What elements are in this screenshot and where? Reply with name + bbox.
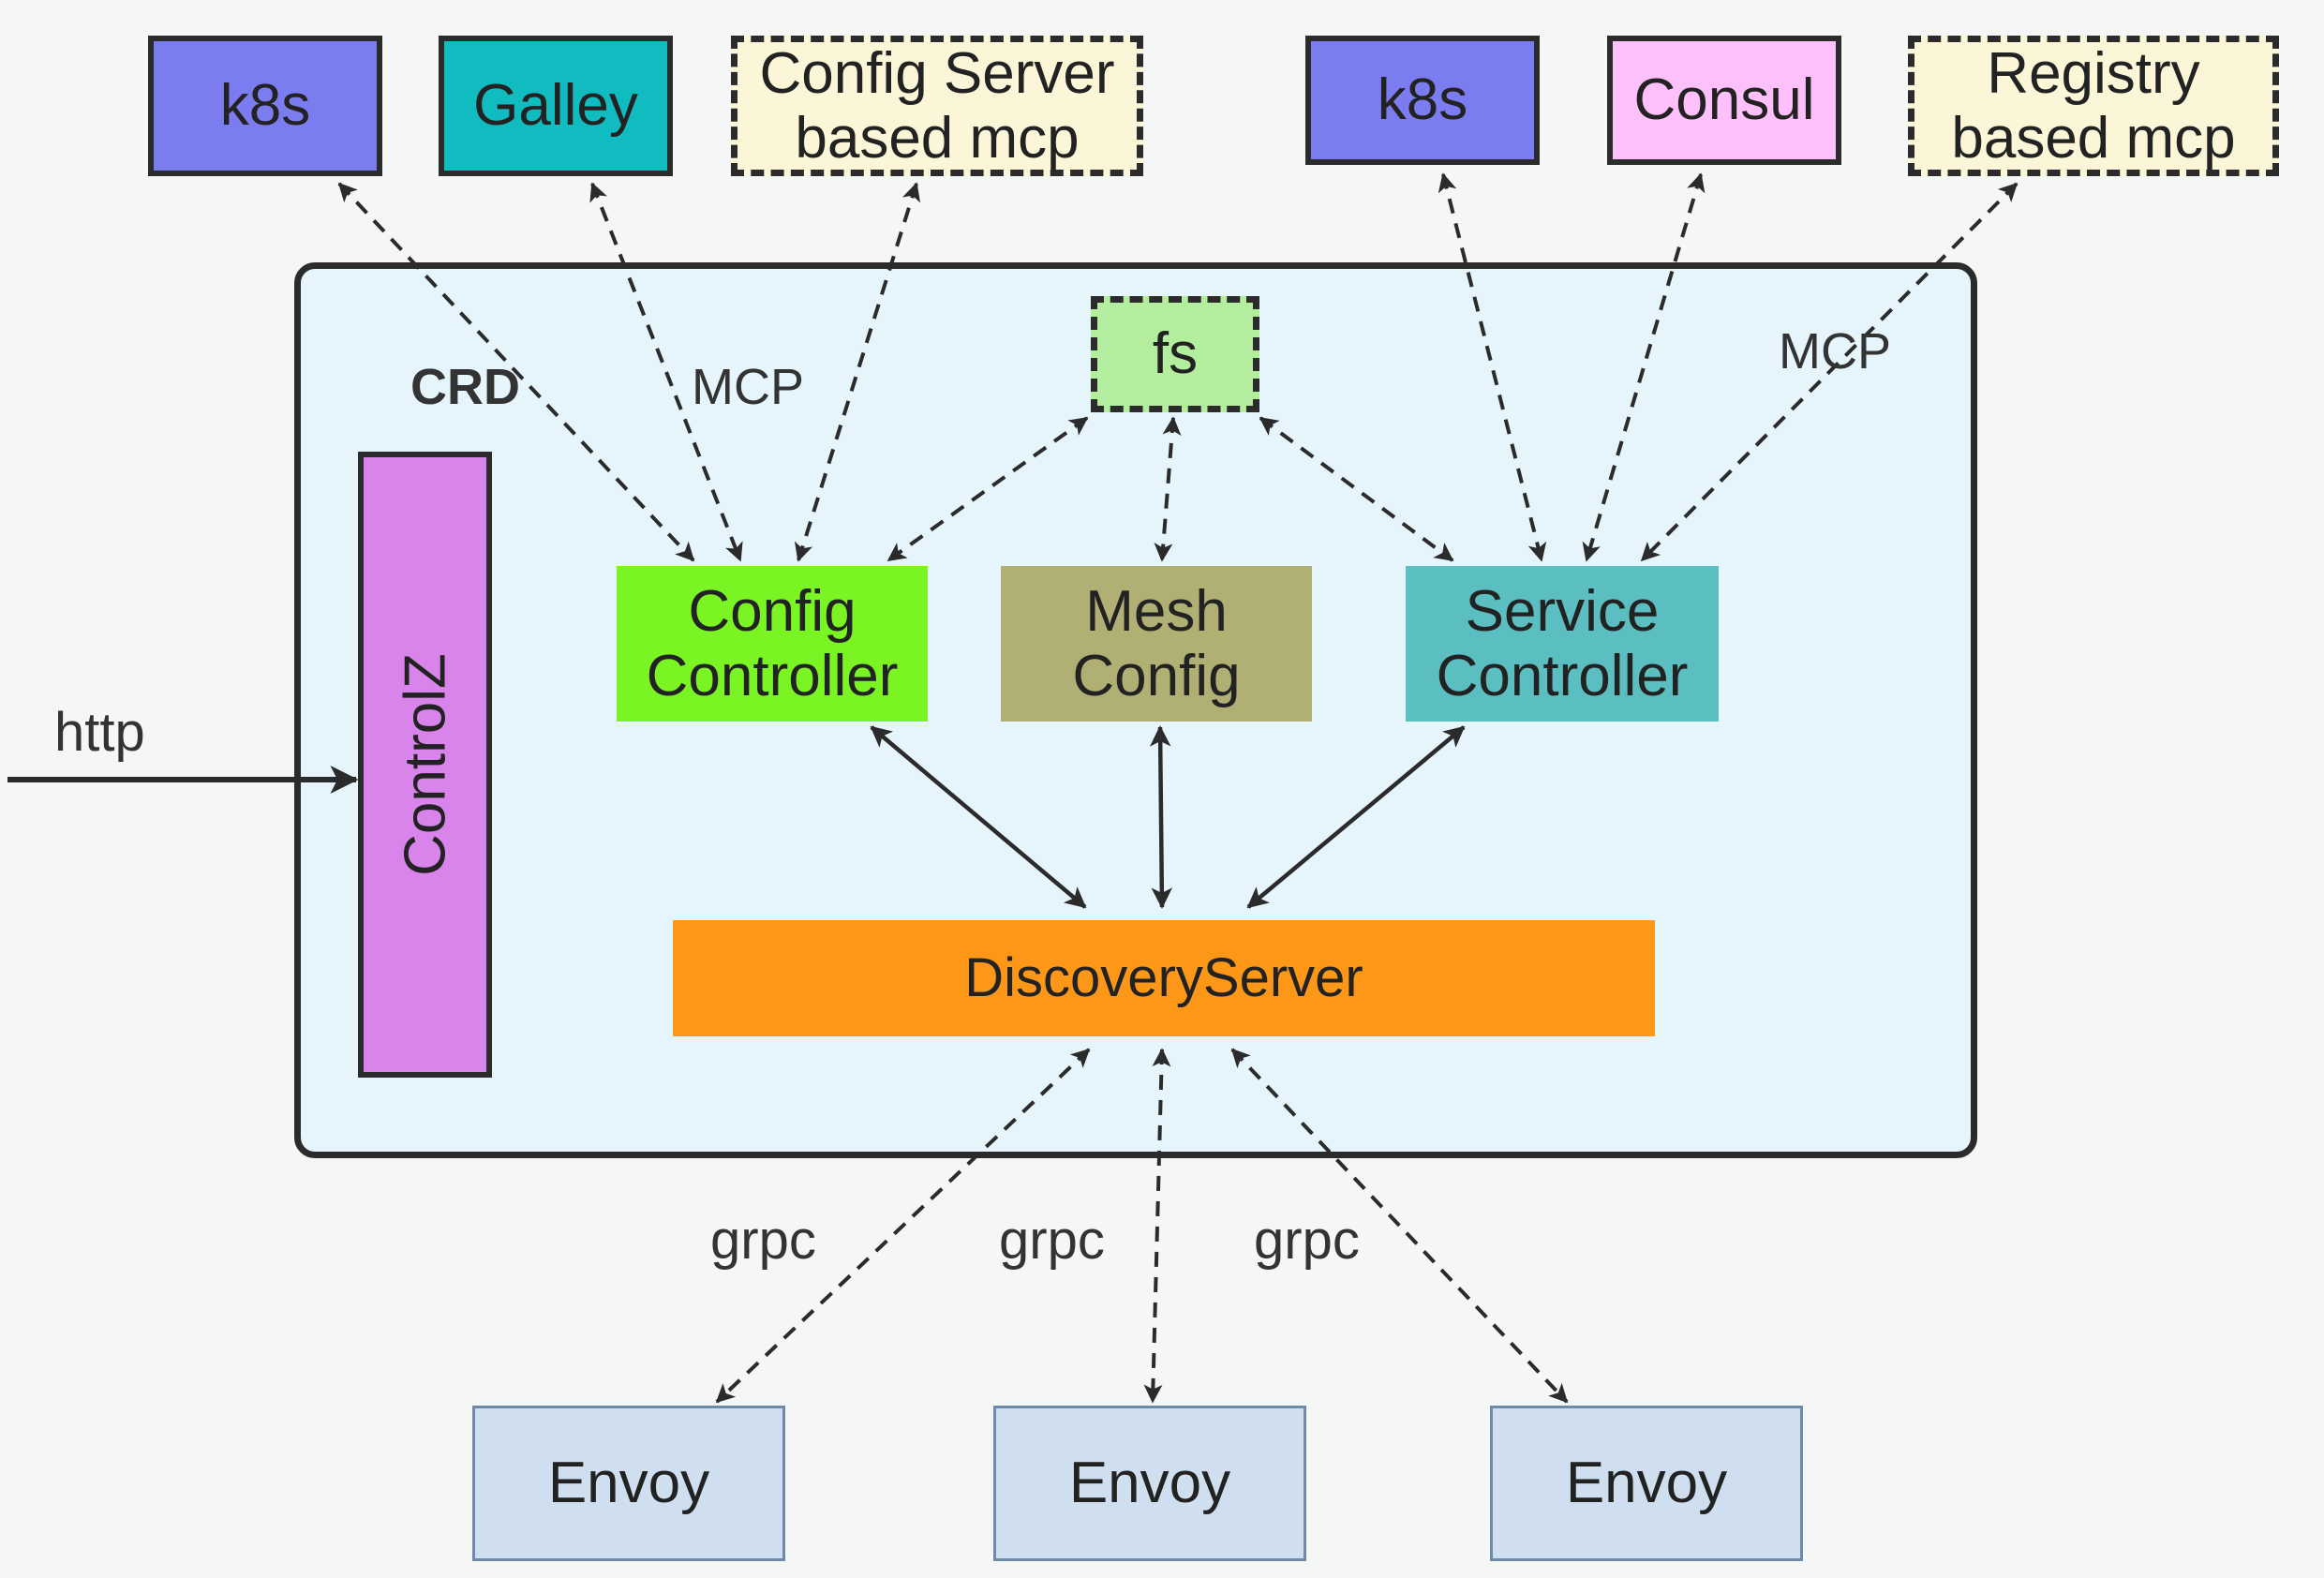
arrow-galley-config-controller: [589, 182, 743, 562]
discovery-server-box: DiscoveryServer: [673, 920, 1655, 1036]
k8s-config-source-box: k8s: [148, 36, 382, 176]
registry-mcp-box: Registry based mcp: [1908, 36, 2279, 176]
envoy-label-2: Envoy: [1068, 1451, 1231, 1516]
arrow-fs-config-controller: [886, 416, 1089, 562]
envoy-label-1: Envoy: [547, 1451, 710, 1516]
registry-mcp-line1: Registry: [1987, 40, 2200, 106]
arrow-service-controller-discovery: [1246, 725, 1466, 909]
controlz-label: ControlZ: [393, 653, 457, 876]
grpc-left-label: grpc: [710, 1210, 816, 1271]
consul-box: Consul: [1607, 36, 1841, 165]
service-controller-line1: Service: [1465, 578, 1660, 644]
arrow-k8s-service-controller: [1438, 172, 1547, 562]
config-server-mcp-box: Config Server based mcp: [731, 36, 1143, 176]
grpc-middle-label: grpc: [999, 1210, 1105, 1271]
arrow-configserver-config-controller: [794, 182, 921, 562]
grpc-right-label: grpc: [1254, 1210, 1360, 1271]
arrow-consul-service-controller: [1582, 172, 1706, 562]
http-label: http: [54, 702, 145, 763]
galley-box: Galley: [439, 36, 673, 176]
crd-label: CRD: [410, 359, 520, 415]
envoy-box-3: Envoy: [1490, 1406, 1803, 1561]
envoy-label-3: Envoy: [1565, 1451, 1728, 1516]
config-server-mcp-line2: based mcp: [795, 106, 1080, 171]
envoy-box-2: Envoy: [993, 1406, 1306, 1561]
arrow-grpc-envoy-middle: [1143, 1048, 1171, 1404]
service-controller-box: Service Controller: [1406, 566, 1719, 722]
mesh-config-line2: Config: [1072, 644, 1241, 708]
arrow-grpc-envoy-left: [715, 1048, 1091, 1404]
mcp-left-label: MCP: [692, 359, 804, 415]
config-controller-line1: Config: [688, 578, 857, 644]
service-controller-line2: Controller: [1436, 644, 1689, 708]
arrow-registry-service-controller: [1640, 182, 2019, 562]
config-controller-line2: Controller: [646, 644, 899, 708]
arrow-config-controller-discovery: [870, 725, 1087, 909]
envoy-box-1: Envoy: [472, 1406, 785, 1561]
mcp-right-label: MCP: [1779, 323, 1891, 380]
k8s-registry-box: k8s: [1305, 36, 1540, 165]
controlz-box: ControlZ: [358, 452, 492, 1078]
config-server-mcp-line1: Config Server: [759, 40, 1115, 106]
config-controller-box: Config Controller: [617, 566, 928, 722]
fs-label: fs: [1152, 321, 1199, 387]
mesh-config-box: Mesh Config: [1001, 566, 1312, 722]
discovery-server-label: DiscoveryServer: [964, 946, 1363, 1008]
arrow-fs-mesh-config: [1154, 416, 1182, 562]
consul-label: Consul: [1633, 67, 1815, 133]
galley-label: Galley: [473, 73, 638, 139]
mesh-config-line1: Mesh: [1085, 578, 1228, 644]
k8s-config-source-label: k8s: [219, 73, 311, 139]
k8s-registry-label: k8s: [1377, 67, 1468, 133]
arrow-grpc-envoy-right: [1230, 1048, 1569, 1404]
fs-box: fs: [1091, 296, 1259, 412]
arrow-mesh-config-discovery: [1149, 725, 1173, 909]
arrow-fs-service-controller: [1259, 416, 1454, 562]
registry-mcp-line2: based mcp: [1951, 106, 2236, 171]
